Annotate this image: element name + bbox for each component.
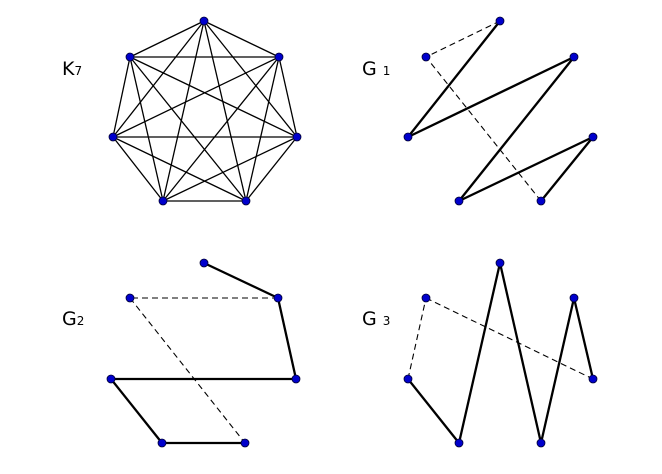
k7-edge	[162, 56, 280, 202]
k7-edge	[203, 20, 298, 138]
g3-solid-edge	[572, 297, 595, 380]
k7-edge	[112, 20, 205, 138]
g2-vertex	[125, 293, 135, 303]
g2-label: G2	[62, 308, 85, 330]
g3-vertex	[588, 374, 598, 384]
k7-edge	[245, 136, 298, 202]
g3-dashed-edge	[425, 297, 594, 380]
k7-graph	[108, 16, 302, 206]
k7-edge	[162, 20, 205, 202]
g3-solid-edge	[539, 297, 576, 444]
g3-solid-edge	[457, 262, 502, 444]
k7-vertex	[125, 52, 135, 62]
g2-vertex	[291, 374, 301, 384]
g3-vertex	[495, 258, 505, 268]
g1-solid-edge	[458, 56, 575, 202]
k7-vertex	[241, 196, 251, 206]
k7-vertex	[108, 132, 118, 142]
g2-vertex	[199, 258, 209, 268]
g1-solid-edge	[407, 20, 501, 138]
g2-vertex	[157, 438, 167, 448]
g1-dashed-edge	[425, 20, 501, 58]
g2-dashed-edge	[129, 297, 246, 444]
k7-edge	[129, 56, 164, 202]
g1-vertex	[454, 196, 464, 206]
k7-edge	[112, 56, 131, 138]
g2-vertex	[273, 293, 283, 303]
g2-solid-edge	[110, 378, 163, 444]
g1-dashed-edge	[425, 56, 542, 202]
g2-solid-edge	[276, 297, 298, 380]
g1-solid-edge	[458, 135, 594, 203]
g1-vertex	[588, 132, 598, 142]
k7-edge	[129, 20, 205, 58]
g3-vertex	[454, 438, 464, 448]
g1-graph	[403, 16, 598, 206]
g1-solid-edge	[407, 55, 575, 139]
k7-edge	[278, 56, 298, 138]
g3-vertex	[421, 293, 431, 303]
k7-edge	[129, 56, 247, 202]
g3-vertex	[536, 438, 546, 448]
g1-vertex	[569, 52, 579, 62]
g1-solid-edge	[540, 136, 594, 202]
k7-vertex	[158, 196, 168, 206]
g3-vertex	[569, 293, 579, 303]
g2-vertex	[106, 374, 116, 384]
g3-vertex	[403, 374, 413, 384]
k7-edge	[129, 56, 298, 138]
g3-graph	[403, 258, 598, 448]
k7-edge	[245, 56, 280, 202]
g3-label: G 3	[362, 308, 391, 330]
k7-edge	[112, 136, 164, 202]
k7-edge	[203, 20, 247, 202]
k7-edge	[112, 136, 247, 202]
g3-solid-edge	[407, 378, 460, 444]
g2-solid-edge	[203, 261, 279, 300]
k7-edge	[203, 20, 280, 58]
g3-solid-edge	[498, 262, 543, 444]
k7-vertex	[274, 52, 284, 62]
g1-label: G 1	[362, 58, 391, 80]
g2-graph	[106, 258, 301, 448]
k7-vertex	[199, 16, 209, 26]
g1-vertex	[403, 132, 413, 142]
k7-vertex	[292, 132, 302, 142]
g1-vertex	[495, 16, 505, 26]
g1-vertex	[421, 52, 431, 62]
k7-label: K7	[62, 58, 83, 80]
k7-edge	[112, 56, 280, 138]
g3-dashed-edge	[407, 297, 427, 380]
g1-vertex	[536, 196, 546, 206]
g2-vertex	[240, 438, 250, 448]
k7-edge	[162, 136, 298, 202]
